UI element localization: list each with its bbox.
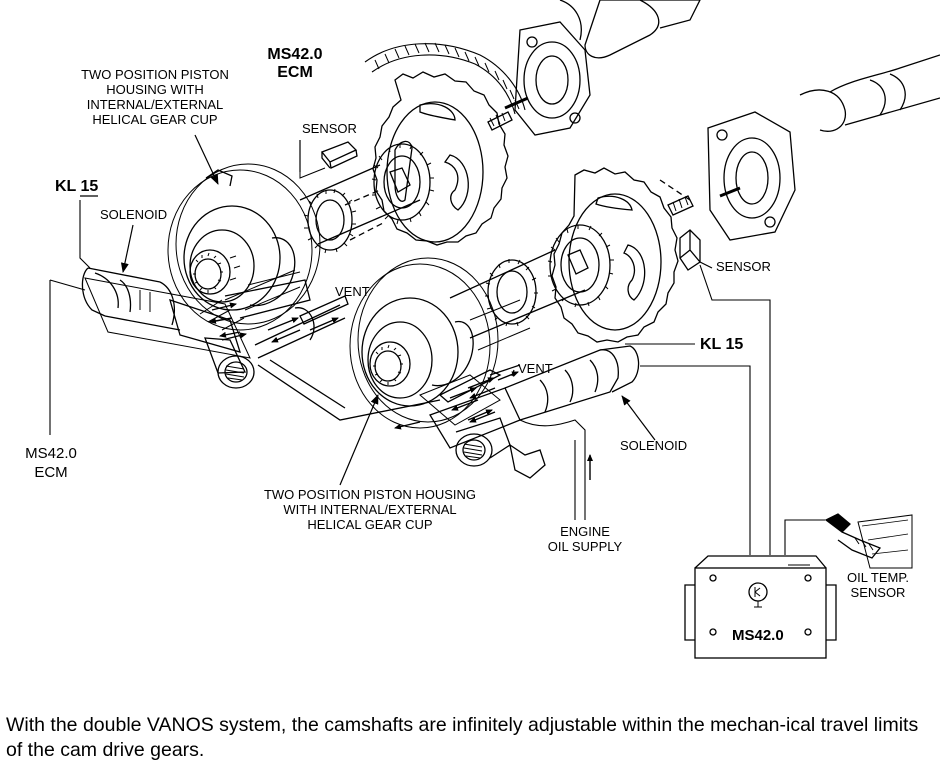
engine-oil-supply-label: ENGINE OIL SUPPLY [540, 524, 630, 554]
engine-oil-supply-line1: ENGINE [560, 524, 610, 539]
leader-lines [80, 134, 713, 486]
oil-temp-sensor-line1: OIL TEMP. [847, 570, 909, 585]
piston-housing-top-line3: INTERNAL/EXTERNAL [86, 97, 224, 112]
upper-vanos-unit [167, 163, 321, 331]
vent-tube-middle [299, 295, 349, 325]
piston-housing-top-line4: HELICAL GEAR CUP [92, 112, 218, 127]
oil-temp-sensor-label: OIL TEMP. SENSOR [838, 570, 918, 600]
ms42-ecm-left-line2: ECM [34, 464, 68, 481]
lower-flow-arrows [394, 371, 593, 480]
lower-sprocket [551, 167, 691, 343]
vent-right-label: VENT [518, 361, 553, 376]
ecm-module [684, 555, 837, 659]
engine-oil-supply-line2: OIL SUPPLY [547, 539, 623, 554]
lower-splines [449, 224, 614, 339]
piston-housing-top-line2: HOUSING WITH [106, 82, 204, 97]
piston-housing-top-label: TWO POSITION PISTON HOUSING WITH INTERNA… [60, 67, 250, 127]
ms42-ecm-top-label: MS42.0 ECM [260, 46, 330, 82]
ecm-unit-label: MS42.0 [732, 627, 784, 644]
upper-cam-sensor [299, 140, 358, 179]
timing-chain [364, 42, 526, 115]
figure-caption: With the double VANOS system, the camsha… [6, 714, 919, 761]
upper-splines [299, 143, 435, 254]
sensor-top-label: SENSOR [302, 121, 357, 136]
ms42-ecm-top-line1: MS42.0 [267, 46, 323, 63]
ms42-ecm-left-label: MS42.0 ECM [16, 444, 86, 482]
upper-solenoid-valve [81, 267, 441, 421]
ms42-ecm-left-line1: MS42.0 [25, 445, 77, 462]
solenoid-right-label: SOLENOID [620, 438, 688, 453]
piston-housing-bottom-line1: TWO POSITION PISTON HOUSING [263, 487, 477, 502]
upper-sprocket [372, 71, 509, 246]
vent-middle-label: VENT [335, 284, 370, 299]
sensor-right-label: SENSOR [716, 259, 771, 274]
upper-camshaft [487, 0, 701, 136]
wiring [49, 200, 825, 555]
piston-housing-bottom-line2: WITH INTERNAL/EXTERNAL [283, 502, 457, 517]
ms42-ecm-top-line2: ECM [277, 64, 313, 81]
piston-housing-bottom-line3: HELICAL GEAR CUP [307, 517, 433, 532]
vanos-diagram [49, 0, 940, 659]
solenoid-left-label: SOLENOID [100, 207, 168, 222]
lower-camshaft [667, 54, 940, 241]
oil-temp-sensor-line2: SENSOR [850, 585, 906, 600]
piston-housing-top-line1: TWO POSITION PISTON [81, 67, 229, 82]
kl15-right-label: KL 15 [700, 336, 744, 353]
upper-flow-arrows [209, 302, 339, 343]
lower-cam-sensor [679, 229, 771, 555]
lower-solenoid-valve [419, 345, 640, 520]
lower-vanos-unit [349, 257, 531, 429]
oil-temp-sensor [824, 513, 913, 569]
piston-housing-bottom-label: TWO POSITION PISTON HOUSING WITH INTERNA… [250, 487, 490, 532]
kl15-left-label: KL 15 [55, 178, 99, 195]
